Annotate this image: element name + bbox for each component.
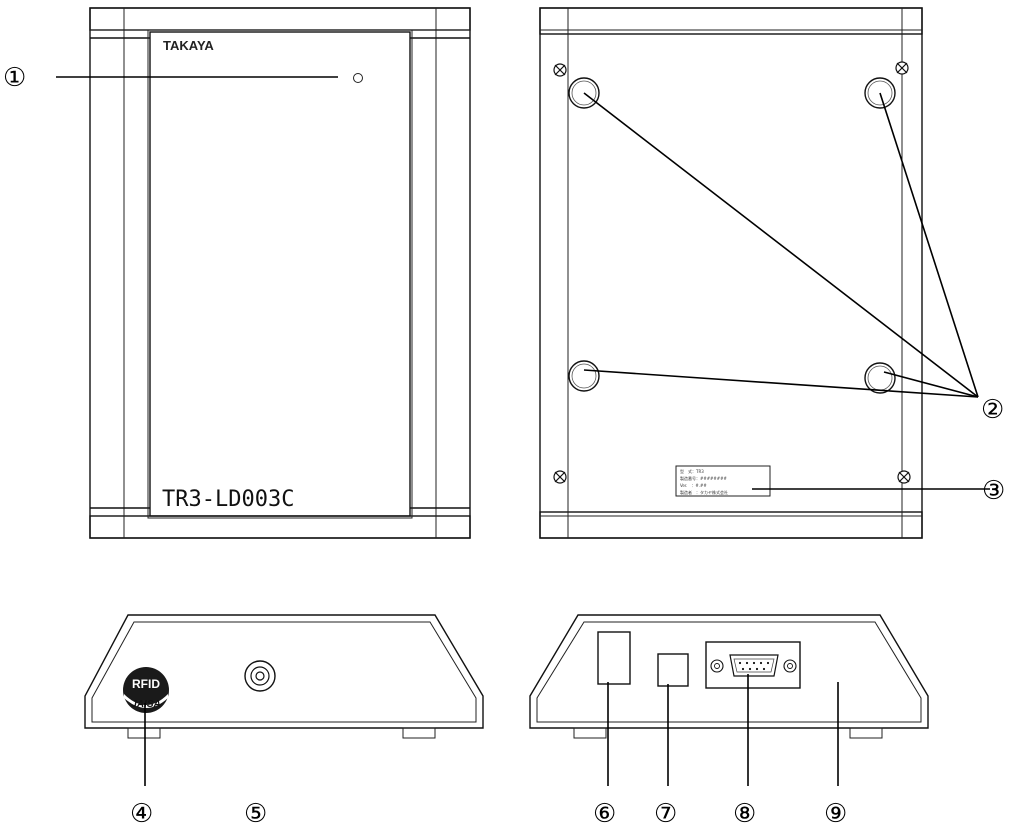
foot	[573, 727, 607, 739]
callout-numbers: ① ② ③ ④ ⑤ ⑥ ⑦ ⑧ ⑨	[3, 63, 1005, 829]
callout-9: ⑨	[824, 799, 847, 829]
leader-line-2	[879, 92, 979, 398]
callout-7: ⑦	[654, 799, 677, 829]
rating-label	[675, 465, 771, 497]
screw-icon	[553, 63, 567, 77]
side-view-right	[529, 614, 929, 739]
callout-8: ⑧	[733, 799, 756, 829]
callout-4: ④	[130, 799, 153, 829]
callout-1: ①	[3, 63, 26, 93]
rubber-foot-icon	[864, 362, 896, 394]
foot	[849, 727, 883, 739]
logo-top-text: RFID	[132, 677, 160, 691]
front-panel	[149, 31, 411, 517]
leader-lines	[56, 76, 990, 786]
side-right-body	[529, 614, 929, 729]
front-bottom-cap	[89, 515, 471, 539]
callout-3: ③	[982, 476, 1005, 506]
brand-label: TAKAYA	[163, 38, 214, 53]
rfid-jaisa-logo: RFID JAISA	[123, 667, 169, 713]
leader-line-2	[583, 369, 979, 398]
dc-jack-icon	[244, 660, 276, 692]
rating-label-line: Ver. ：#.##	[680, 483, 707, 488]
serial-connector-icon	[705, 641, 801, 689]
rubber-foot-icon	[568, 360, 600, 392]
screw-icon	[553, 470, 567, 484]
model-label: TR3-LD003C	[162, 487, 294, 512]
rating-label-line: 製造番号：########	[680, 475, 727, 481]
leader-line-2	[583, 92, 979, 398]
front-top-cap	[89, 7, 471, 31]
rear-top-cap	[539, 7, 923, 35]
logo-bottom-text: JAISA	[131, 699, 160, 710]
side-view-left: RFID JAISA	[84, 614, 484, 739]
leader-line-2	[883, 371, 979, 398]
side-left-body	[84, 614, 484, 729]
usb-port-icon	[597, 631, 631, 685]
power-port-icon	[657, 653, 689, 687]
callout-2: ②	[981, 395, 1004, 425]
led-indicator-icon	[353, 73, 363, 83]
screw-icon	[895, 61, 909, 75]
front-view: TAKAYA TR3-LD003C	[89, 7, 471, 539]
callout-6: ⑥	[593, 799, 616, 829]
rear-bottom-cap	[539, 511, 923, 539]
front-outer-frame	[89, 7, 471, 539]
rating-label-line: 製造者 ：タカヤ株式会社	[680, 489, 728, 495]
rear-view: 型 式：TR3 製造番号：######## Ver. ：#.## 製造者 ：タカ…	[539, 7, 923, 539]
foot	[127, 727, 161, 739]
screw-icon	[897, 470, 911, 484]
foot	[402, 727, 436, 739]
callout-5: ⑤	[244, 799, 267, 829]
rating-label-line: 型 式：TR3	[680, 468, 704, 474]
